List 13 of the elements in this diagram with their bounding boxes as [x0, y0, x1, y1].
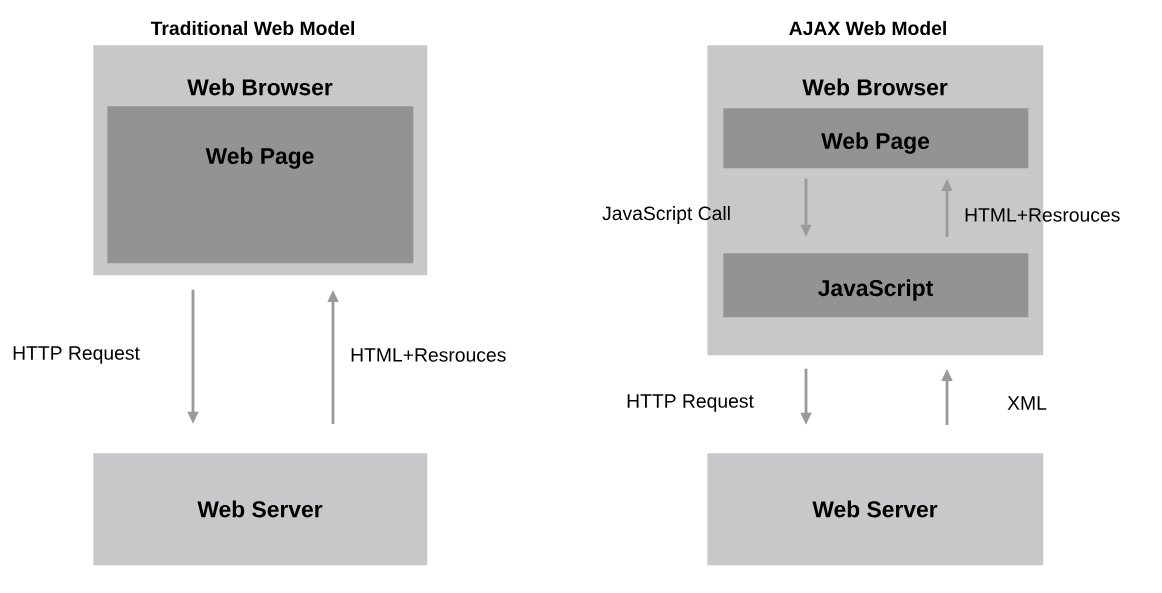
edge-label: HTML+Resrouces: [965, 208, 1120, 222]
edge-label: XML: [1007, 396, 1047, 410]
page-box: Web Page: [107, 106, 414, 264]
script-box: JavaScript: [723, 253, 1029, 318]
panel-title: AJAX Web Model: [789, 20, 946, 36]
edge-label: HTTP Request: [13, 346, 140, 364]
server-box: Web Server: [93, 453, 428, 566]
panel-title: Traditional Web Model: [150, 20, 354, 36]
server-box: Web Server: [707, 453, 1044, 566]
edge-label: HTTP Request: [627, 394, 754, 412]
edge-label: HTML+Resrouces: [351, 348, 506, 362]
edge-label: JavaScript Call: [602, 206, 730, 224]
page-box: Web Page: [723, 108, 1029, 169]
